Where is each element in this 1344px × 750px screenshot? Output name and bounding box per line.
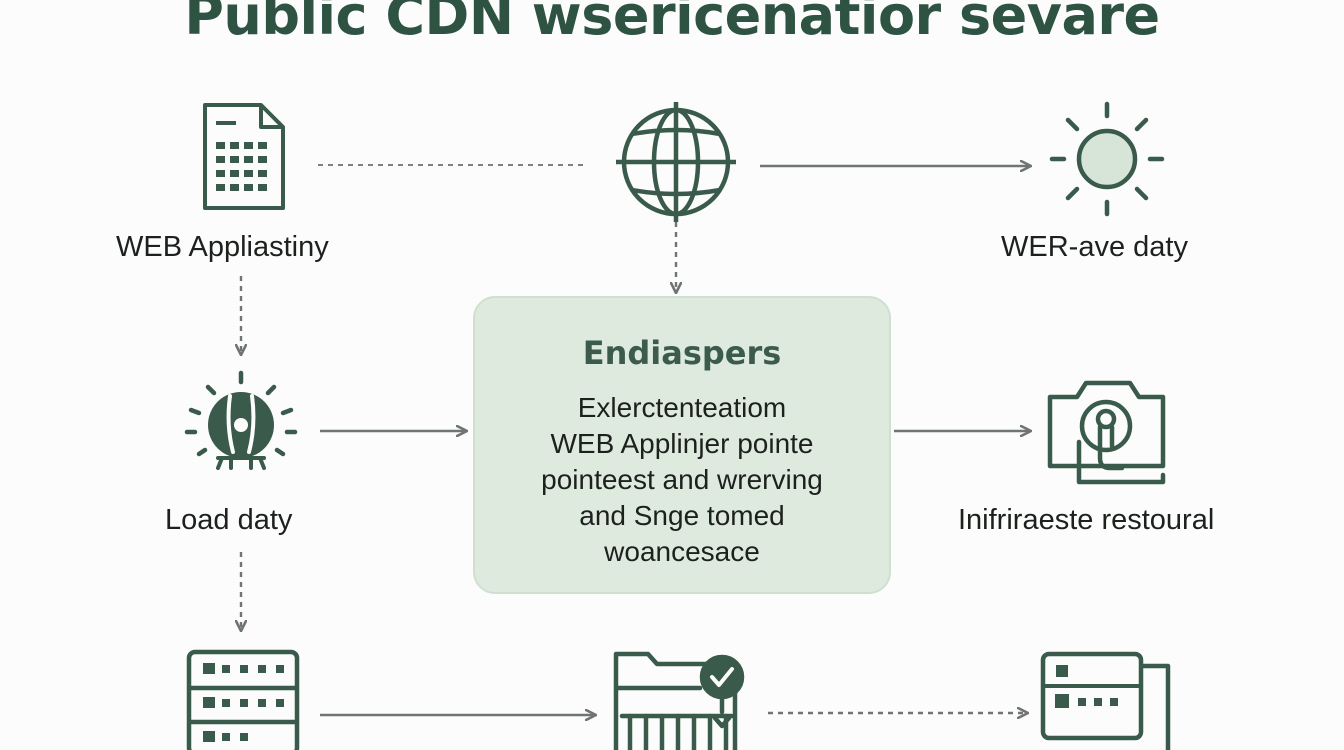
- globe-icon: [616, 102, 736, 222]
- center-body: Exlerctenteatiom WEB Applinjer pointe po…: [475, 390, 889, 570]
- label-load: Load daty: [165, 504, 293, 536]
- label-infra: Inifriraeste restoural: [958, 504, 1215, 536]
- gear-bulb-icon: [184, 370, 298, 470]
- center-line-2: WEB Applinjer pointe: [550, 428, 814, 459]
- server-rack-icon: [186, 649, 300, 750]
- page-title: Public CDN wsericenatior sevare: [184, 0, 1160, 47]
- center-line-1: Exlerctenteatiom: [577, 392, 787, 423]
- camera-icon: [1047, 380, 1166, 485]
- folder-check-icon: [613, 651, 745, 750]
- center-line-4: and Snge tomed: [579, 500, 785, 531]
- center-heading: Endiaspers: [582, 334, 782, 372]
- label-sun: WER-ave daty: [1001, 231, 1188, 263]
- document-grid-icon: [203, 103, 285, 210]
- center-box: Endiaspers Exlerctenteatiom WEB Applinje…: [473, 296, 891, 594]
- sun-icon: [1049, 101, 1165, 217]
- label-web-app: WEB Appliastiny: [116, 231, 329, 263]
- center-line-5: woancesace: [604, 536, 760, 567]
- monitor-icon: [1040, 651, 1171, 750]
- center-line-3: pointeest and wrerving: [541, 464, 823, 495]
